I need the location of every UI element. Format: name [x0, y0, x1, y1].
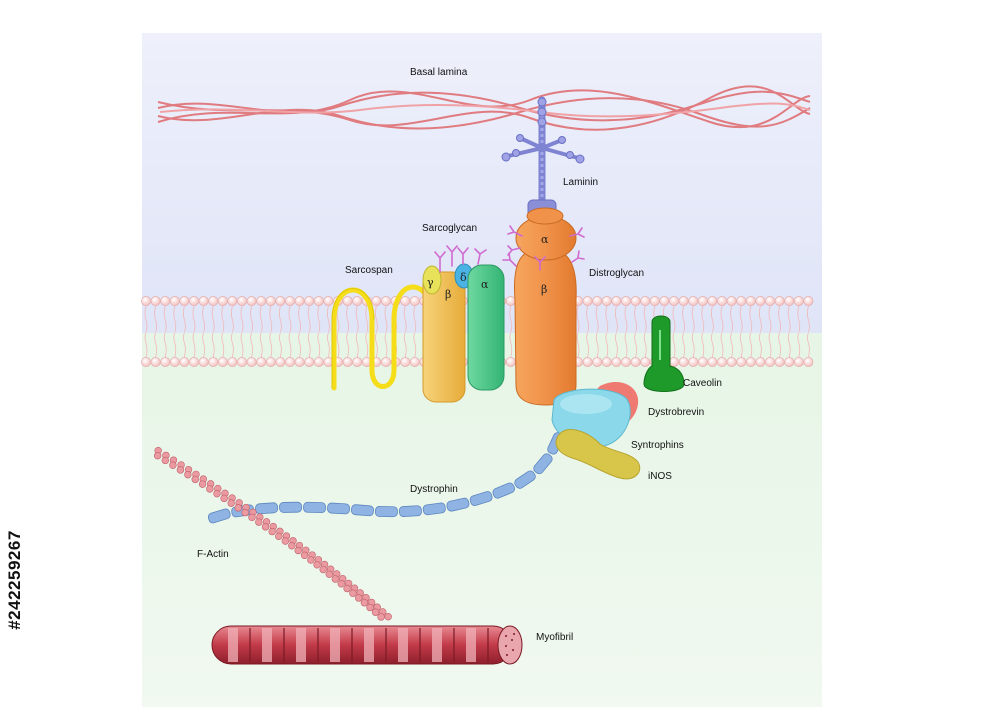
basal-lamina-label: Basal lamina	[410, 67, 468, 78]
sarcoglycan-label: Sarcoglycan	[422, 223, 478, 234]
distroglycan	[513, 207, 577, 406]
sarcoglycan-alpha	[467, 264, 505, 391]
distroglycan-label: Distroglycan	[589, 268, 645, 279]
syntrophins-label: Syntrophins	[631, 440, 684, 451]
sarcospan-label: Sarcospan	[345, 265, 393, 276]
glycosylation-chains	[434, 225, 585, 273]
sarcoglycan-gamma	[422, 265, 442, 295]
sarcoglycan-delta-label: δ	[460, 271, 467, 284]
dystrobrevin-label: Dystrobrevin	[648, 407, 705, 418]
sarcoglycan-gamma-label: γ	[427, 276, 434, 289]
inos-label: iNOS	[648, 471, 672, 482]
sarcospan	[331, 284, 435, 391]
dystrophin-label: Dystrophin	[410, 484, 458, 495]
distroglycan-alpha-label: α	[541, 233, 549, 246]
myofibril	[211, 625, 523, 665]
distroglycan-beta-label: β	[541, 283, 547, 296]
caveolin	[643, 315, 685, 392]
sarcoglycan-beta-label: β	[445, 288, 451, 301]
stock-id-watermark: #242259267	[5, 530, 24, 630]
myofibril-label: Myofibril	[536, 632, 574, 643]
sarcoglycan-complex	[422, 263, 505, 403]
caveolin-label: Caveolin	[683, 378, 722, 389]
laminin-label: Laminin	[563, 177, 599, 188]
basal-lamina-fibers	[157, 85, 811, 131]
sarcoglycan-alpha-label: α	[481, 278, 489, 291]
sarcoglycan-beta	[422, 271, 466, 403]
inos	[555, 429, 641, 480]
f-actin	[153, 446, 392, 621]
f-actin-label: F-Actin	[197, 549, 229, 560]
